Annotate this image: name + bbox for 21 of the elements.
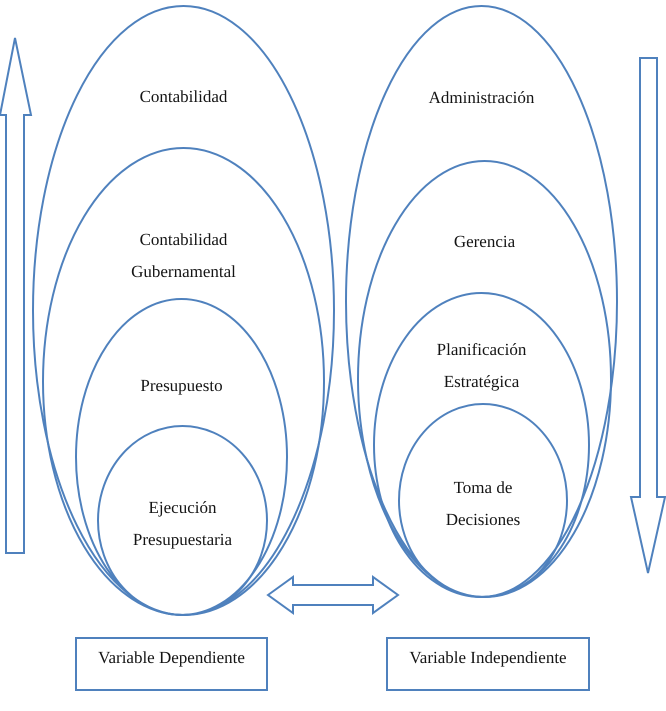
- nested-ellipse: [373, 292, 590, 598]
- nested-ellipse: [42, 147, 325, 616]
- concept-label: Toma de Decisiones: [444, 477, 522, 531]
- double-block-arrow: [266, 575, 400, 615]
- variable-box: [75, 637, 268, 691]
- variable-label: Variable Dependiente: [98, 647, 245, 669]
- nested-ellipse: [32, 5, 335, 616]
- concept-label: Ejecución Presupuestaria: [132, 497, 234, 551]
- concept-label: Contabilidad: [140, 86, 228, 108]
- nested-ellipse: [357, 160, 612, 598]
- nested-ellipse: [345, 5, 618, 598]
- nested-ellipse: [75, 298, 288, 616]
- variable-label: Variable Independiente: [409, 647, 567, 669]
- concept-label: Planificación Estratégica: [436, 339, 528, 393]
- concept-label: Administración: [428, 87, 534, 109]
- nested-ellipse: [97, 425, 268, 616]
- variable-box: [386, 637, 590, 691]
- concept-label: Contabilidad Gubernamental: [130, 229, 237, 283]
- concept-label: Gerencia: [454, 231, 516, 253]
- concept-label: Presupuesto: [140, 375, 223, 397]
- nested-ellipse: [398, 403, 568, 598]
